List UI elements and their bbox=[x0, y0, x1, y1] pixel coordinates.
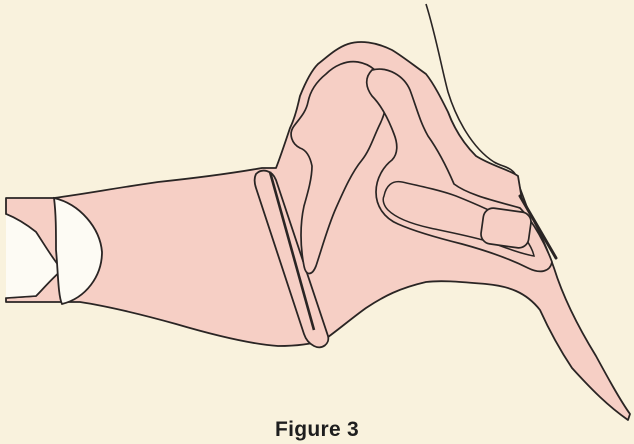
round-window bbox=[480, 207, 533, 249]
figure-caption: Figure 3 bbox=[0, 418, 634, 442]
